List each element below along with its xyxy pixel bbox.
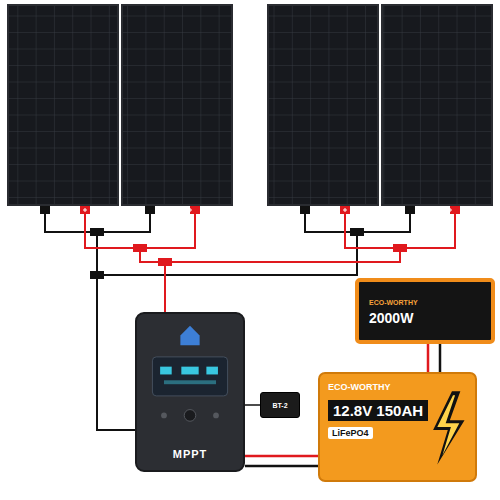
panel-connectors bbox=[40, 206, 460, 279]
inverter: ECO-WORTHY 2000W bbox=[355, 278, 495, 344]
node-text: MPPT bbox=[173, 448, 208, 460]
wire bbox=[245, 455, 318, 458]
wire bbox=[439, 344, 442, 372]
node-text: BT-2 bbox=[272, 402, 287, 409]
node-text: LiFePO4 bbox=[328, 427, 373, 439]
node-text: 2000W bbox=[369, 310, 483, 326]
wire bbox=[245, 404, 260, 406]
battery: ECO-WORTHY 12.8V 150AH LiFePO4 bbox=[318, 372, 477, 482]
charge-controller: MPPT bbox=[135, 312, 245, 472]
cable bbox=[245, 456, 318, 466]
wire bbox=[245, 465, 318, 468]
bluetooth-module: BT-2 bbox=[260, 392, 300, 418]
node-text: 12.8V 150AH bbox=[328, 400, 428, 421]
node-text: ECO-WORTHY bbox=[328, 382, 391, 392]
node-text: ECO-WORTHY bbox=[369, 299, 483, 306]
wire bbox=[427, 344, 430, 372]
cable bbox=[245, 405, 260, 406]
cable bbox=[428, 344, 440, 372]
solar-panels bbox=[8, 5, 492, 205]
